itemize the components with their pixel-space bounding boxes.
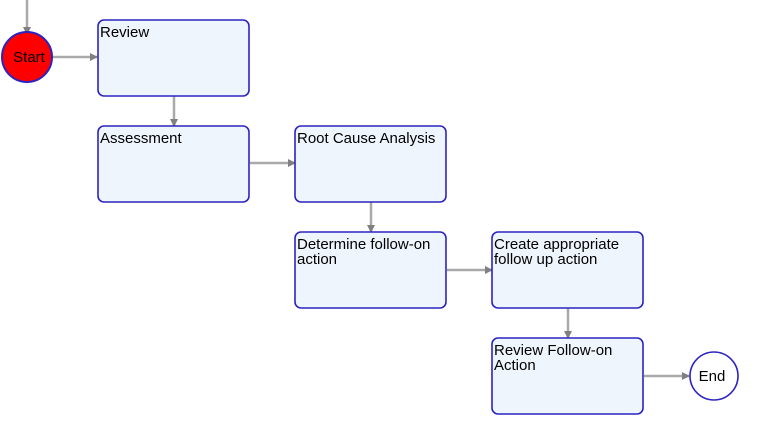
assessment-node[interactable]: Assessment (97, 125, 250, 203)
start-node[interactable]: Start (1, 31, 53, 83)
determine-follow-on-label-line1: Determine follow-on (297, 236, 430, 253)
create-follow-up-label-line1: Create appropriate (494, 236, 619, 253)
assessment-label: Assessment (100, 130, 183, 147)
determine-follow-on-node[interactable]: Determine follow-on action (294, 231, 447, 309)
review-follow-on-node[interactable]: Review Follow-on Action (491, 337, 644, 415)
root-cause-analysis-label: Root Cause Analysis (297, 130, 435, 147)
review-follow-on-label-line2: Action (494, 357, 536, 374)
review-follow-on-label-line1: Review Follow-on (494, 342, 612, 359)
end-label: End (699, 368, 726, 385)
review-node[interactable]: Review (97, 19, 250, 97)
review-label: Review (100, 24, 149, 41)
determine-follow-on-label-line2: action (297, 251, 337, 268)
create-follow-up-node[interactable]: Create appropriate follow up action (491, 231, 644, 309)
root-cause-analysis-node[interactable]: Root Cause Analysis (294, 125, 447, 203)
create-follow-up-label-line2: follow up action (494, 251, 597, 268)
end-node[interactable]: End (689, 351, 739, 401)
start-label: Start (13, 49, 46, 66)
connectors (23, 0, 690, 380)
